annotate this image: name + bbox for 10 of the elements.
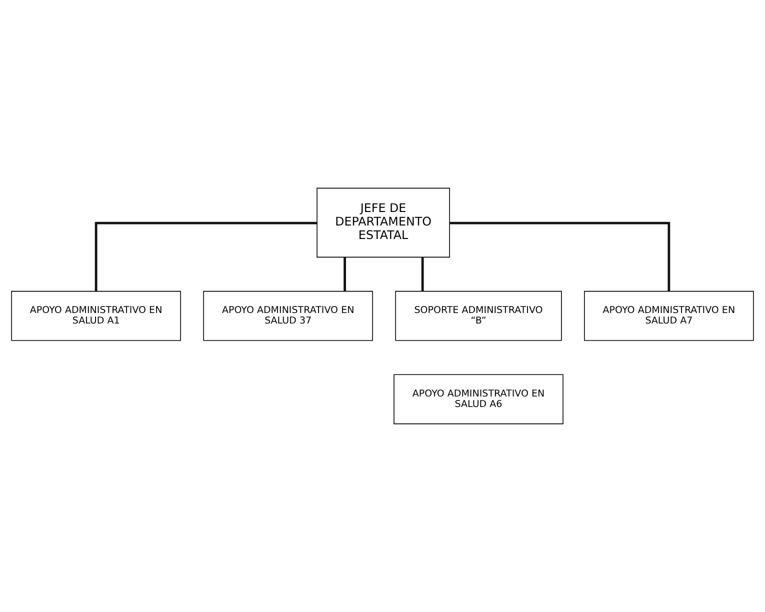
node-box: SOPORTE ADMINISTRATIVO “B” xyxy=(395,290,562,341)
connector xyxy=(344,257,346,292)
node-box: APOYO ADMINISTRATIVO EN SALUD 37 xyxy=(203,290,373,341)
node-box: JEFE DE DEPARTAMENTO ESTATAL xyxy=(316,188,450,258)
connector xyxy=(94,222,318,292)
connector xyxy=(450,222,670,292)
node-box: APOYO ADMINISTRATIVO EN SALUD A7 xyxy=(584,290,754,341)
connector xyxy=(421,257,424,292)
node-box: APOYO ADMINISTRATIVO EN SALUD A6 xyxy=(394,374,564,424)
node-box: APOYO ADMINISTRATIVO EN SALUD A1 xyxy=(11,290,181,341)
